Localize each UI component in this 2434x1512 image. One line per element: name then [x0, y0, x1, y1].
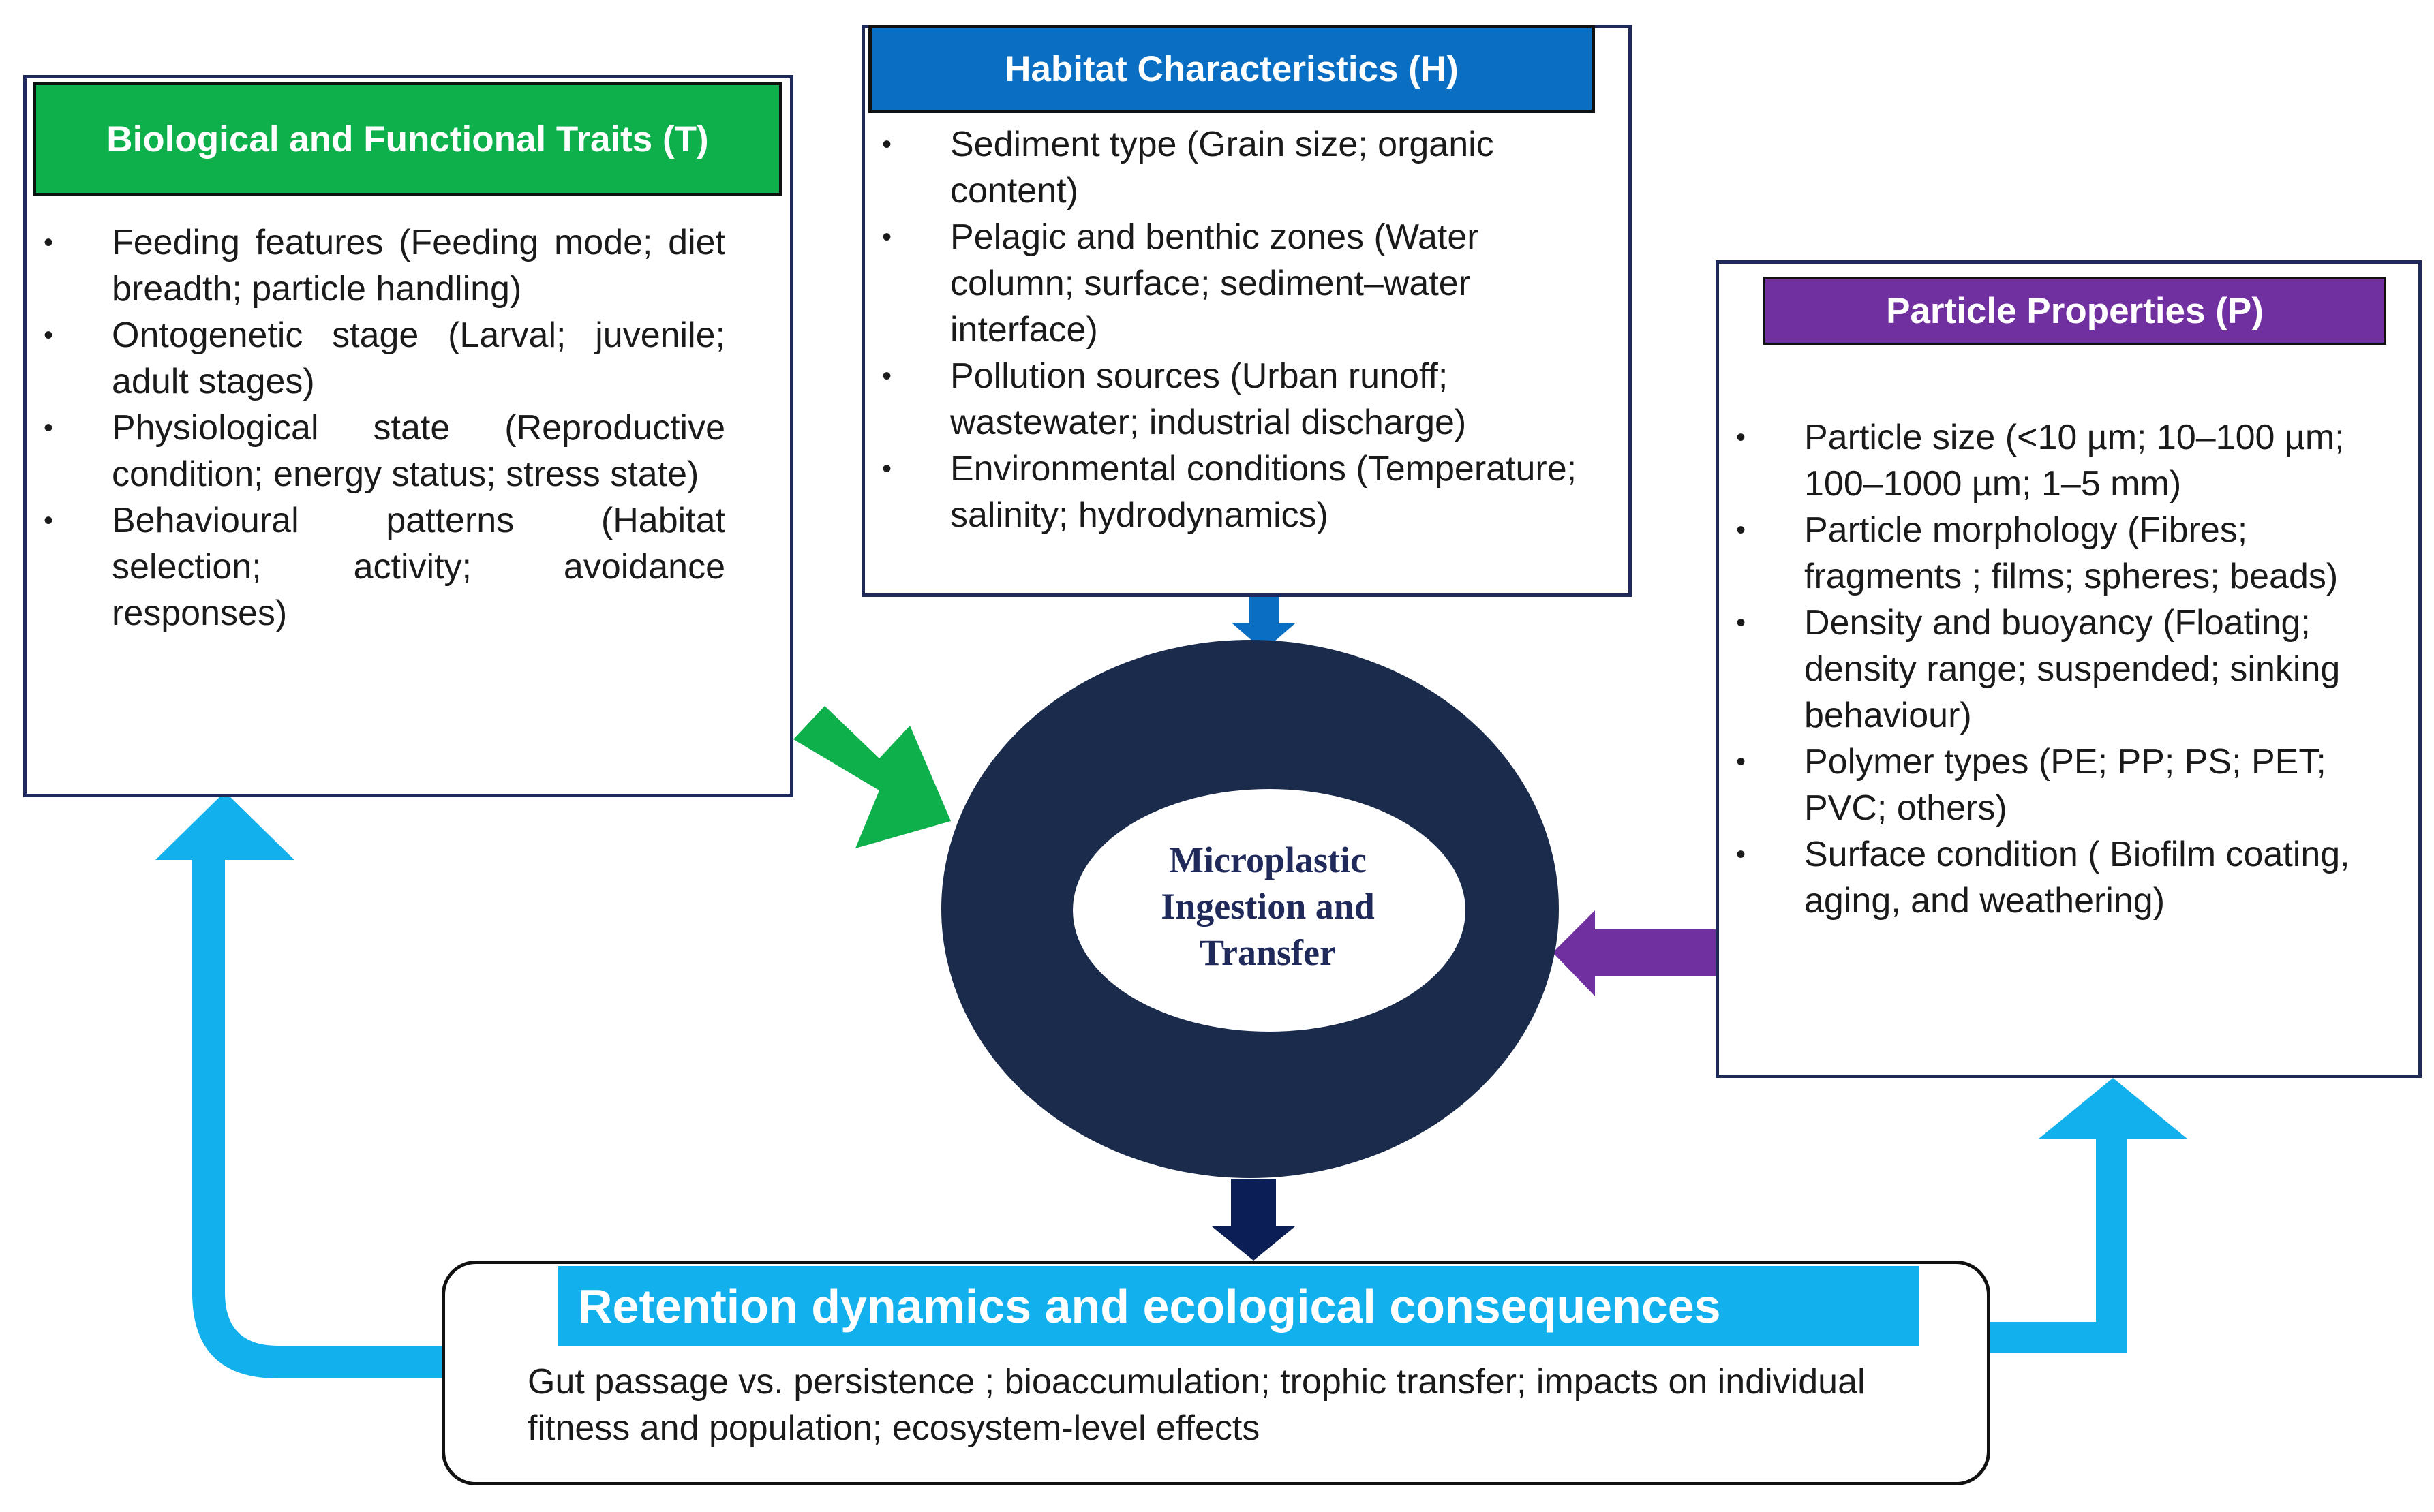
particle-to-center-arrow [1553, 910, 1716, 996]
center-label-line: Transfer [1200, 932, 1336, 973]
particle-item: Polymer types (PE; PP; PS; PET; PVC; oth… [1716, 739, 2397, 831]
habitat-item: Sediment type (Grain size; organic conte… [862, 121, 1604, 214]
center-label: Microplastic Ingestion and Transfer [1091, 837, 1445, 976]
left-loop-arrow [155, 792, 442, 1378]
traits-item: Physiological state (Reproductive condit… [23, 405, 725, 497]
center-to-retention-arrow [1212, 1179, 1295, 1261]
right-loop-arrow [1990, 1078, 2188, 1353]
habitat-to-center-arrow [1232, 597, 1295, 651]
traits-item: Behavioural patterns (Habitat selection;… [23, 497, 725, 636]
habitat-list: Sediment type (Grain size; organic conte… [862, 121, 1604, 538]
traits-title: Biological and Functional Traits (T) [33, 82, 782, 196]
habitat-item: Pelagic and benthic zones (Water column;… [862, 214, 1604, 353]
particle-title: Particle Properties (P) [1763, 277, 2386, 345]
traits-item: Ontogenetic stage (Larval; juvenile; adu… [23, 312, 725, 405]
center-label-line: Ingestion and [1161, 886, 1375, 927]
traits-to-center-arrow [793, 706, 951, 848]
retention-title: Retention dynamics and ecological conseq… [558, 1266, 1919, 1346]
traits-list: Feeding features (Feeding mode; diet bre… [23, 219, 725, 636]
retention-description: Gut passage vs. persistence ; bioaccumul… [528, 1362, 1866, 1448]
traits-item: Feeding features (Feeding mode; diet bre… [23, 219, 725, 312]
particle-list: Particle size (<10 µm; 10–100 µm; 100–10… [1716, 414, 2397, 924]
ring-inner [1073, 789, 1465, 1032]
particle-item: Particle size (<10 µm; 10–100 µm; 100–10… [1716, 414, 2397, 507]
center-label-line: Microplastic [1169, 839, 1367, 880]
particle-item: Particle morphology (Fibres; fragments ;… [1716, 507, 2397, 600]
particle-item: Surface condition ( Biofilm coating, agi… [1716, 831, 2397, 924]
habitat-title: Habitat Characteristics (H) [868, 25, 1595, 113]
habitat-item: Pollution sources (Urban runoff; wastewa… [862, 353, 1604, 446]
particle-item: Density and buoyancy (Floating; density … [1716, 600, 2397, 739]
habitat-item: Environmental conditions (Temperature; s… [862, 446, 1604, 538]
